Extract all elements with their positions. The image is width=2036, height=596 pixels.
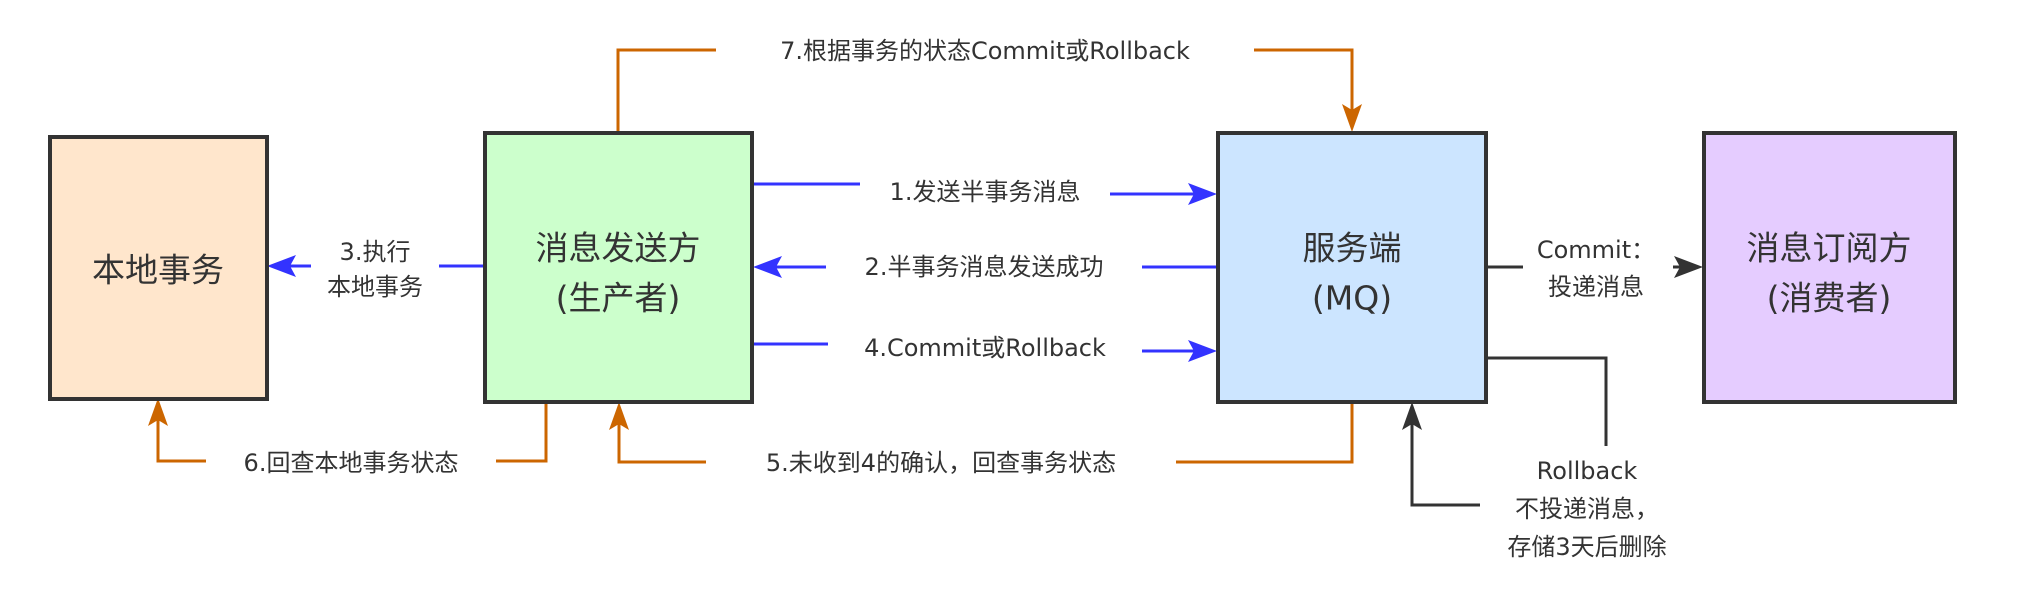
node-consumer-label-line1: 消息订阅方	[1747, 229, 1912, 268]
node-mq-server-label-line2: (MQ)	[1312, 279, 1392, 318]
edge-step7-label: 7.根据事务的状态Commit或Rollback	[780, 37, 1190, 65]
node-consumer-box	[1702, 131, 1957, 404]
edge-commit-label-line2: 投递消息	[1548, 273, 1644, 301]
edge-step1: 1.发送半事务消息	[753, 176, 1217, 206]
edge-step2-arrowhead	[753, 256, 782, 278]
edge-rollback-label-line1: Rollback	[1537, 457, 1638, 485]
edge-step3-label-line2: 本地事务	[327, 273, 423, 301]
edge-step3-arrowhead	[267, 255, 296, 277]
edge-rollback-arrowhead	[1402, 402, 1422, 430]
edge-rollback-label-line3: 存储3天后删除	[1507, 533, 1666, 561]
edge-step6: 6.回查本地事务状态	[148, 398, 548, 478]
node-local-transaction-box	[48, 135, 269, 401]
edge-commit-label-line1: Commit：	[1537, 236, 1655, 264]
node-mq-server[interactable]: 服务端 (MQ)	[1216, 131, 1488, 404]
node-producer-box	[483, 131, 754, 404]
edge-step3-label-line1: 3.执行	[340, 238, 411, 266]
node-mq-server-box	[1216, 131, 1488, 404]
edge-step4: 4.Commit或Rollback	[753, 332, 1217, 364]
edge-step5: 5.未收到4的确认，回查事务状态	[609, 402, 1354, 478]
edge-commit-arrowhead	[1674, 256, 1703, 278]
edge-step5-arrowhead	[609, 402, 629, 430]
node-local-transaction[interactable]: 本地事务	[48, 135, 269, 401]
edge-rollback: Rollback 不投递消息， 存储3天后删除	[1402, 356, 1694, 566]
edge-step4-label: 4.Commit或Rollback	[864, 334, 1106, 362]
edge-step4-arrowhead	[1188, 340, 1217, 362]
edge-step7-arrowhead	[1342, 104, 1362, 132]
edge-step2-label: 2.半事务消息发送成功	[865, 253, 1104, 281]
node-producer-label-line2: (生产者)	[556, 279, 681, 318]
node-mq-server-label-line1: 服务端	[1303, 229, 1402, 268]
edge-step6-arrowhead	[148, 398, 168, 426]
edge-commit: Commit： 投递消息	[1487, 232, 1703, 304]
node-producer[interactable]: 消息发送方 (生产者)	[483, 131, 754, 404]
edge-step7: 7.根据事务的状态Commit或Rollback	[616, 36, 1362, 132]
edge-step5-label: 5.未收到4的确认，回查事务状态	[766, 449, 1116, 477]
node-consumer[interactable]: 消息订阅方 (消费者)	[1702, 131, 1957, 404]
edge-step3: 3.执行 本地事务	[267, 236, 483, 304]
node-consumer-label-line2: (消费者)	[1767, 279, 1892, 318]
edge-step6-label: 6.回查本地事务状态	[244, 449, 459, 477]
node-local-transaction-label: 本地事务	[92, 251, 224, 290]
edge-rollback-label-line2: 不投递消息，	[1515, 495, 1659, 523]
edge-step1-label: 1.发送半事务消息	[890, 178, 1081, 206]
edge-step1-arrowhead	[1188, 183, 1217, 205]
edge-step2: 2.半事务消息发送成功	[753, 252, 1217, 282]
node-producer-label-line1: 消息发送方	[536, 229, 701, 268]
